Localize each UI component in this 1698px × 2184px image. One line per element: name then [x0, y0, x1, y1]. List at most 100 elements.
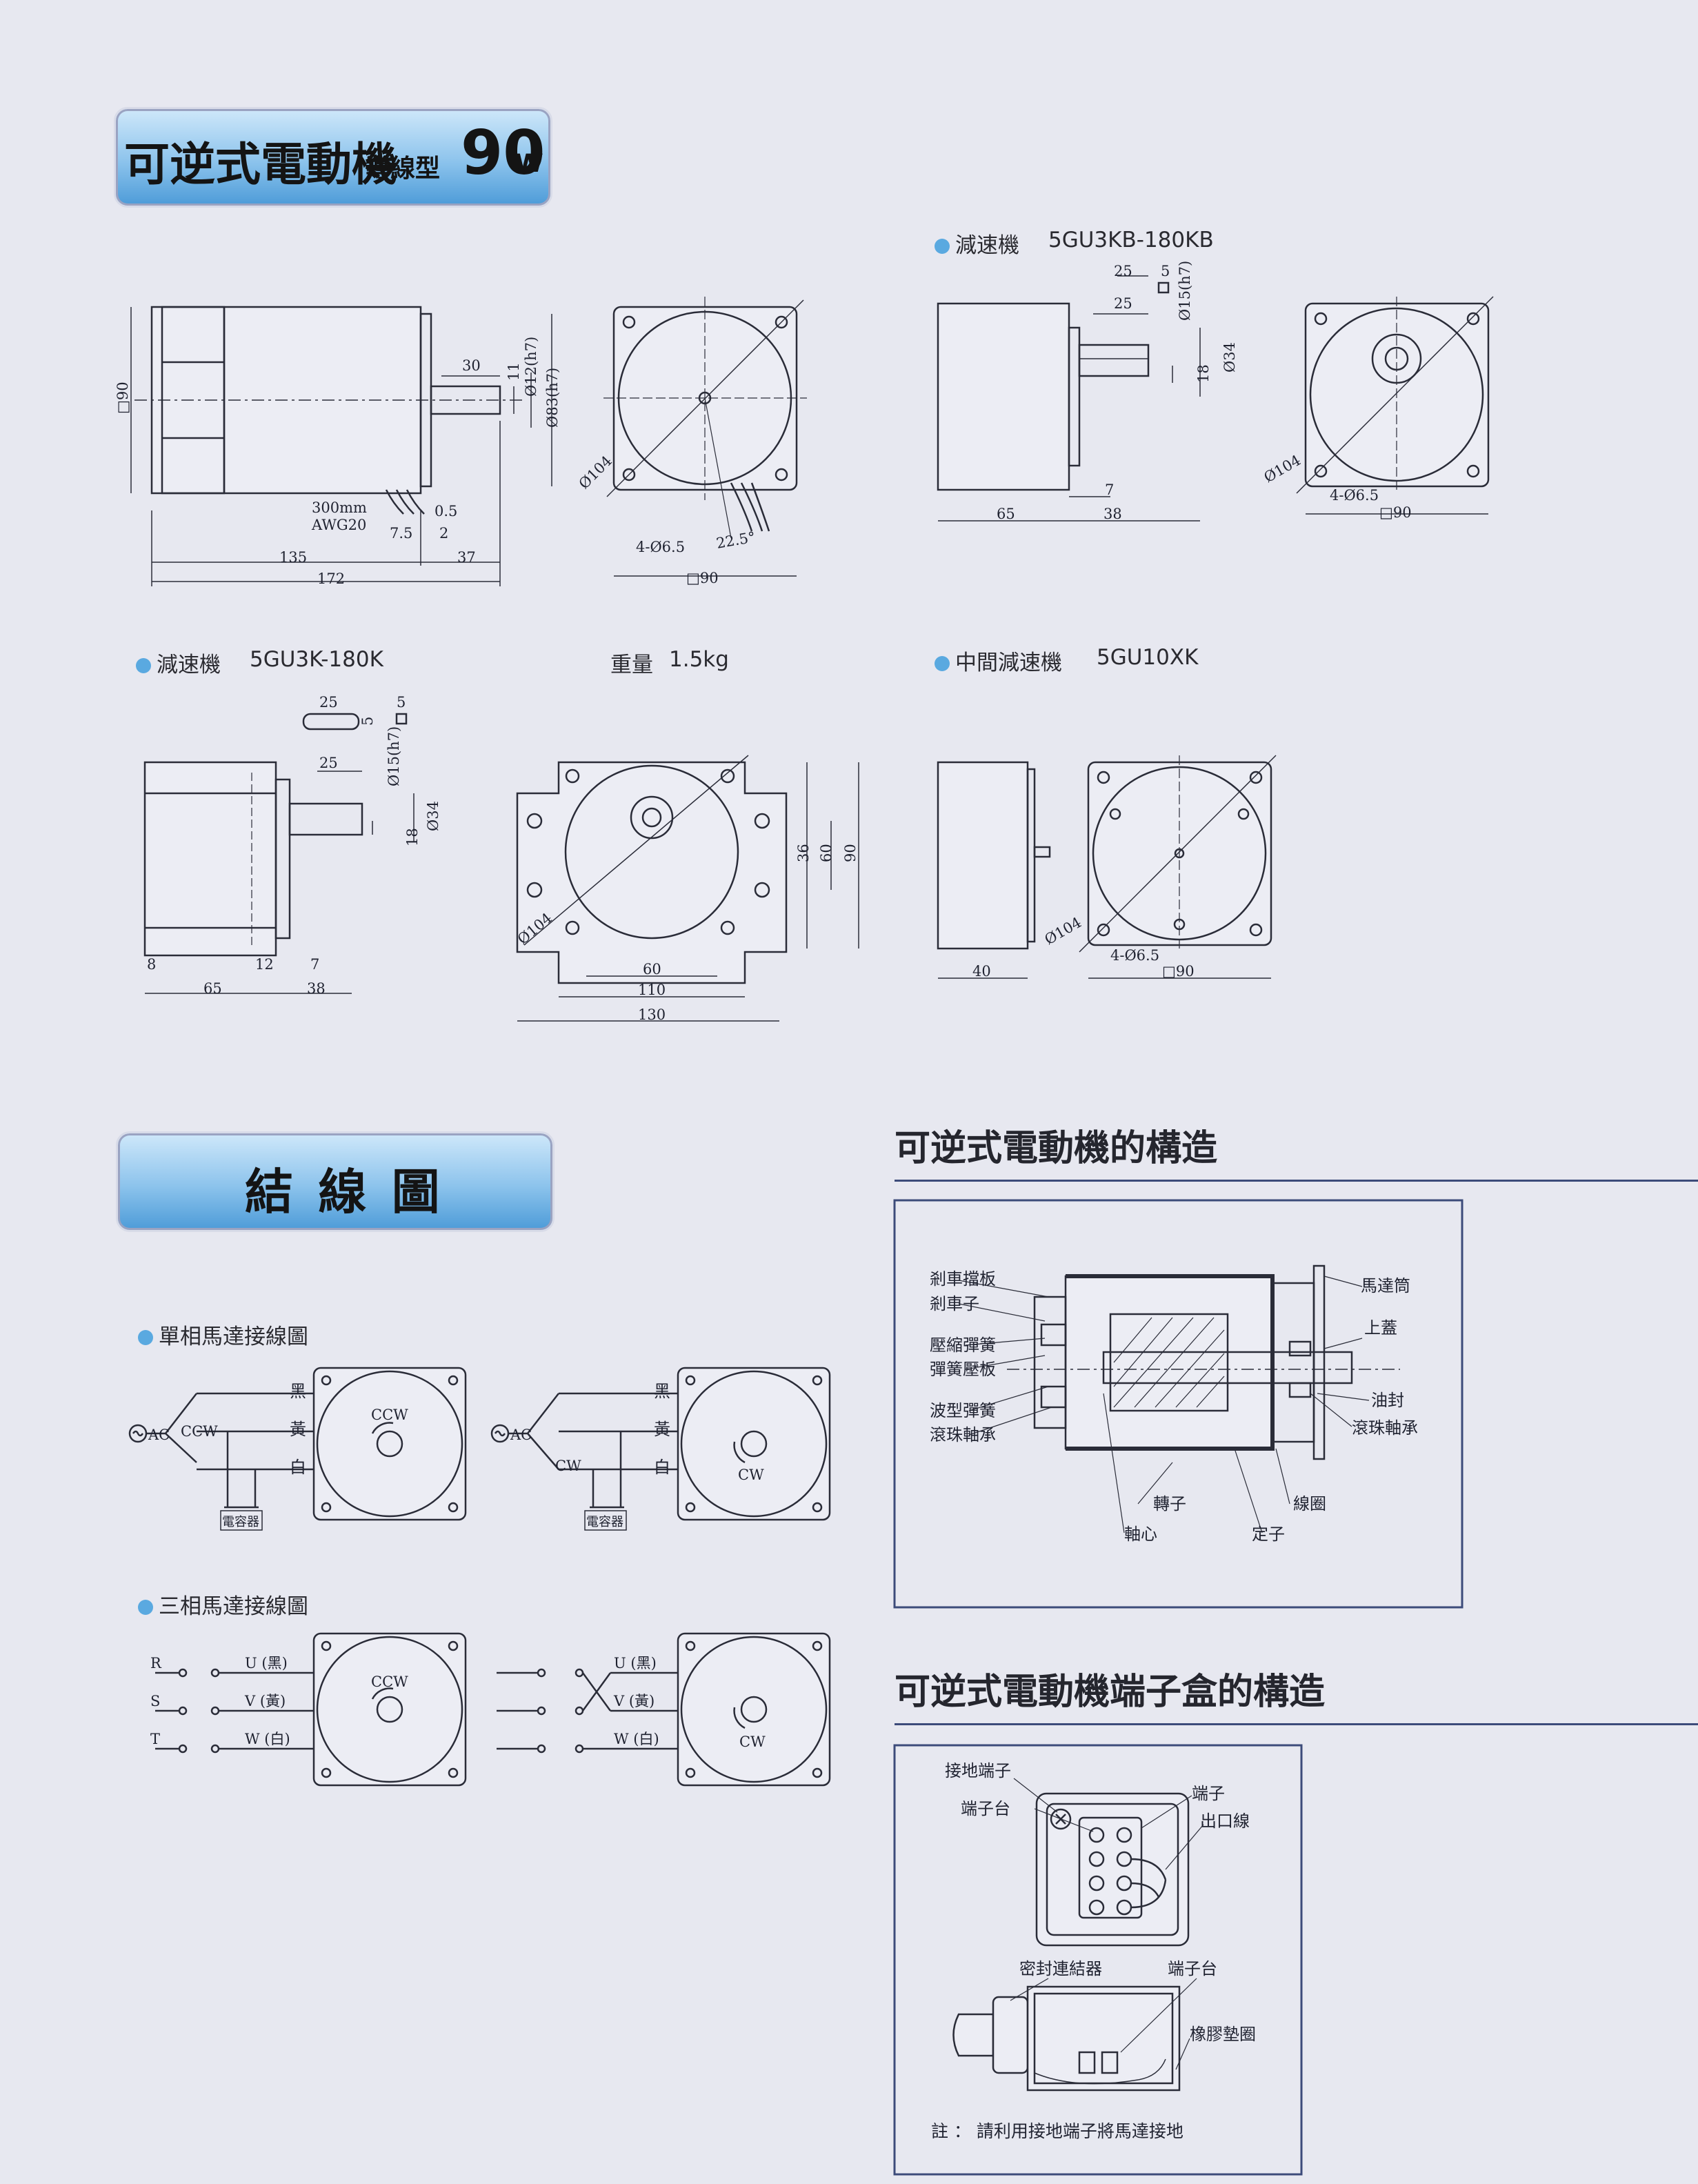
wire-white-right: 白: [654, 1458, 670, 1477]
dim-kb-65: 65: [997, 506, 1015, 522]
gearhead-xk-side-view: [937, 761, 1051, 979]
dim-7-5: 7.5: [390, 525, 412, 542]
dim-k-60: 60: [643, 961, 661, 977]
wiring-banner: [116, 1131, 555, 1232]
dim-0-5: 0.5: [435, 503, 457, 519]
label-terminal-block: 端子台: [961, 1799, 1010, 1818]
three-phase-cw-diagram: [497, 1632, 831, 1787]
dim-k-25a: 25: [319, 694, 338, 711]
label-ground-terminal: 接地端子: [945, 1761, 1011, 1780]
dim-k-d34: Ø34: [425, 801, 441, 831]
dim-kb-38: 38: [1103, 506, 1122, 522]
dim-holes: 4-Ø6.5: [636, 539, 685, 555]
cw-3ph-label: CW: [739, 1734, 766, 1750]
label-shaft: 軸心: [1124, 1525, 1157, 1544]
page-title: 可逆式電動機: [124, 138, 397, 191]
label-rubber-gasket: 橡膠墊圈: [1190, 2025, 1256, 2044]
ccw-switch-label: CCW: [181, 1423, 218, 1440]
capacitor-label-left: 電容器: [222, 1515, 259, 1529]
dim-k-90: 90: [842, 844, 859, 862]
terminal-leader-lines: [1010, 1778, 1204, 2070]
dim-k-8: 8: [147, 956, 156, 973]
terminal-rule: [895, 1723, 1698, 1725]
dim-d12: Ø12(h7): [523, 337, 539, 397]
dim-2: 2: [439, 525, 448, 542]
ccw-rotation-label: CCW: [371, 1407, 408, 1423]
label-ball-bearing-right: 滾珠軸承: [1352, 1418, 1418, 1438]
dim-k-7: 7: [310, 956, 319, 973]
terminal-w-left: W (白): [245, 1731, 290, 1747]
weight-value: 1.5kg: [669, 647, 729, 672]
terminal-v-left: V (黃): [244, 1693, 286, 1709]
gearhead-kb-label: 減速機: [935, 228, 1019, 259]
dim-front-sq90: □90: [686, 570, 719, 586]
bullet-icon: [138, 1330, 153, 1345]
ac-label-right: AC: [510, 1427, 532, 1443]
dim-k-36: 36: [795, 844, 812, 862]
dim-k-d15: Ø15(h7): [386, 726, 402, 786]
dim-k-38: 38: [307, 980, 326, 997]
dim-11: 11: [506, 362, 522, 381]
dim-lead-length: 300mm: [312, 499, 367, 516]
grounding-note: 註 ： 請利用接地端子將馬達接地: [931, 2121, 1183, 2141]
terminal-v-right: V (黃): [613, 1693, 655, 1709]
label-coil: 線圈: [1293, 1494, 1326, 1513]
wire-white-left: 白: [290, 1458, 306, 1477]
dim-kb-25a: 25: [1114, 263, 1132, 279]
gearhead-k-front-view: [516, 755, 859, 1022]
dim-kb-d15: Ø15(h7): [1177, 261, 1193, 321]
dim-k-25b: 25: [319, 755, 338, 771]
capacitor-label-right: 電容器: [586, 1515, 623, 1529]
dim-k-60v: 60: [818, 844, 835, 862]
bullet-icon: [935, 656, 950, 671]
dim-30: 30: [462, 357, 481, 374]
label-seal-connector: 密封連結器: [1019, 1959, 1102, 1978]
single-phase-label: 單相馬達接線圖: [138, 1319, 308, 1350]
dim-sq90: □90: [114, 381, 131, 414]
power-unit: w: [513, 141, 544, 180]
gearhead-k-model: 5GU3K-180K: [250, 647, 383, 672]
single-phase-ccw-diagram: [128, 1367, 467, 1531]
wiring-title: 結 線 圖: [245, 1164, 444, 1220]
dim-kb-holes: 4-Ø6.5: [1330, 487, 1379, 504]
label-terminal: 端子: [1192, 1784, 1225, 1803]
three-phase-label: 三相馬達接線圖: [138, 1589, 308, 1620]
terminal-w-right: W (白): [614, 1731, 659, 1747]
label-spring-plate: 彈簧壓板: [930, 1360, 996, 1379]
title-banner: [114, 107, 552, 208]
wire-black-right: 黑: [654, 1382, 670, 1401]
wire-yellow-right: 黃: [654, 1420, 670, 1439]
dim-135: 135: [279, 549, 307, 566]
bullet-icon: [935, 239, 950, 254]
wire-black-left: 黑: [290, 1382, 306, 1401]
gearhead-xk-model: 5GU10XK: [1097, 645, 1199, 670]
label-wave-spring: 波型彈簧: [930, 1401, 996, 1420]
dim-k-12: 12: [255, 956, 274, 973]
label-ball-bearing-left: 滾珠軸承: [930, 1425, 996, 1445]
dim-37: 37: [457, 549, 476, 566]
dim-kb-7: 7: [1105, 482, 1114, 498]
page-subtitle: 導線型: [366, 155, 441, 183]
ccw-3ph-label: CCW: [371, 1674, 408, 1690]
cw-rotation-label: CW: [738, 1467, 764, 1483]
label-lead-out-wire: 出口線: [1200, 1811, 1250, 1831]
dim-xk-40: 40: [972, 963, 991, 980]
dim-xk-holes: 4-Ø6.5: [1110, 947, 1159, 964]
dim-kb-d34: Ø34: [1221, 342, 1238, 373]
label-terminal-block-side: 端子台: [1168, 1959, 1217, 1978]
single-phase-cw-diagram: [490, 1367, 831, 1531]
dim-k-5b: 5: [359, 717, 376, 726]
wiring-text: AC CCW CCW 黑 黃 白 電容器 AC CW CW 黑 黃 白 電容器 …: [148, 1382, 766, 1750]
dim-kb-sq90: □90: [1379, 504, 1412, 521]
three-phase-ccw-diagram: [155, 1632, 467, 1787]
label-rotor: 轉子: [1153, 1494, 1186, 1513]
motor-side-view: [130, 306, 552, 586]
gearhead-k-side-view: [143, 713, 414, 994]
terminal-u-left: U (黑): [245, 1655, 288, 1671]
label-oil-seal: 油封: [1371, 1391, 1404, 1410]
gearhead-kb-model: 5GU3KB-180KB: [1048, 228, 1214, 252]
wire-yellow-left: 黃: [290, 1420, 306, 1439]
dim-kb-25b: 25: [1114, 295, 1132, 312]
